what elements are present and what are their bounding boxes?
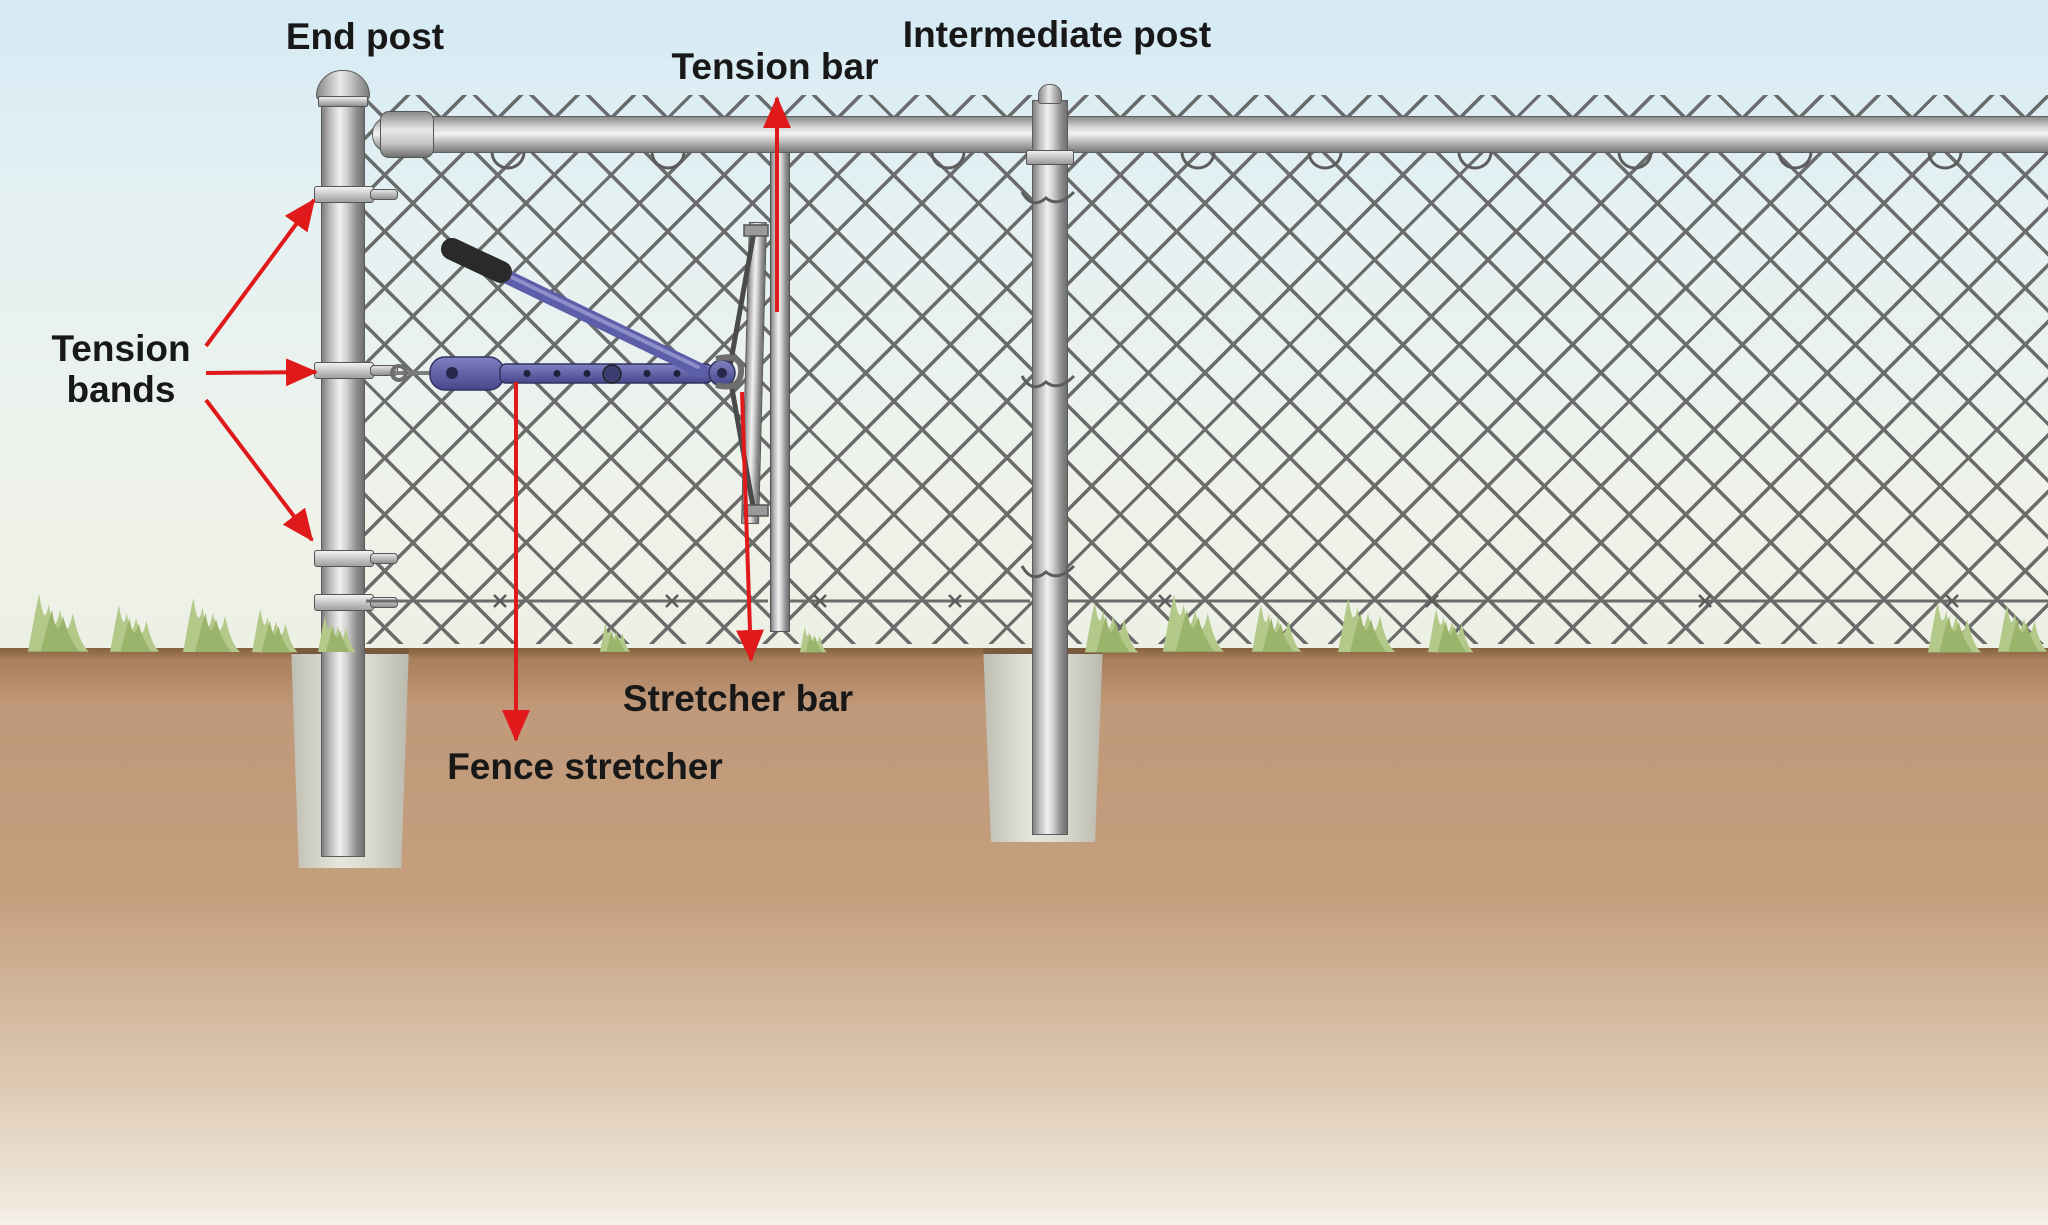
tension-band-4 [314,594,374,611]
intermediate-post-cap [1038,84,1062,104]
intermediate-post [1032,100,1068,835]
tension-band-1 [314,186,374,203]
tension-bar [770,128,790,632]
tension-band-3-bolt [370,553,398,564]
tension-band-4-bolt [370,597,398,608]
tension-band-3 [314,550,374,567]
chain-link-mesh [362,95,2048,644]
intermediate-post-label: Intermediate post [902,14,1212,55]
end-post-collar [318,96,368,107]
tension-bands-label: Tension bands [51,328,191,411]
top-rail [372,116,2048,153]
end-post [321,96,365,857]
tension-band-2 [314,362,374,379]
end-post-label: End post [285,16,445,57]
intermediate-post-band [1026,150,1074,165]
tension-bar-label: Tension bar [671,46,879,87]
stretcher-bar-label: Stretcher bar [622,678,854,719]
rail-coupling [380,111,434,158]
tension-band-1-bolt [370,189,398,200]
tension-band-2-bolt [370,365,398,376]
fence-stretcher-label: Fence stretcher [447,746,723,787]
